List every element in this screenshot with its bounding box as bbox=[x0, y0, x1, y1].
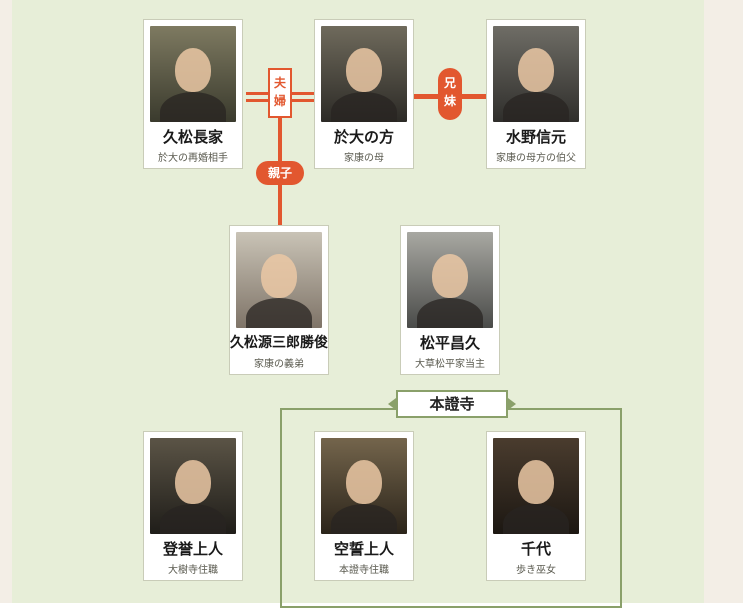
person-name: 空誓上人 bbox=[333, 540, 394, 558]
person-role: 家康の義弟 bbox=[254, 359, 304, 370]
person-card-hisamatsu-nagaie: 久松長家 於大の再婚相手 bbox=[143, 19, 243, 169]
person-card-odai-no-kata: 於大の方 家康の母 bbox=[314, 19, 414, 169]
portrait-photo bbox=[150, 438, 236, 534]
relation-sibling-char-1: 兄 bbox=[443, 76, 456, 90]
person-name: 於大の方 bbox=[333, 128, 394, 146]
person-card-chiyo: 千代 歩き巫女 bbox=[486, 431, 586, 581]
person-role: 大樹寺住職 bbox=[168, 565, 218, 576]
person-role: 家康の母 bbox=[344, 153, 384, 164]
person-name: 登誉上人 bbox=[162, 540, 223, 558]
person-card-mizuno-nobumoto: 水野信元 家康の母方の伯父 bbox=[486, 19, 586, 169]
portrait-photo bbox=[407, 232, 493, 328]
portrait-photo bbox=[321, 438, 407, 534]
person-role: 本證寺住職 bbox=[339, 565, 389, 576]
person-card-matsudaira-masahisa: 松平昌久 大草松平家当主 bbox=[400, 225, 500, 375]
honshoji-group-label: 本證寺 bbox=[396, 390, 508, 418]
group-label-arrow-right bbox=[508, 398, 516, 410]
person-name: 久松長家 bbox=[162, 128, 223, 146]
person-role: 大草松平家当主 bbox=[415, 359, 485, 370]
person-name: 久松源三郎勝俊 bbox=[230, 335, 328, 351]
person-card-kusei-shonin: 空誓上人 本證寺住職 bbox=[314, 431, 414, 581]
relation-spouse-char-1: 夫 bbox=[273, 76, 286, 90]
portrait-photo bbox=[493, 438, 579, 534]
right-pattern bbox=[704, 0, 743, 603]
person-name: 水野信元 bbox=[505, 128, 566, 146]
person-role: 家康の母方の伯父 bbox=[496, 153, 576, 164]
group-label-arrow-left bbox=[388, 398, 396, 410]
person-role: 歩き巫女 bbox=[516, 565, 556, 576]
person-role: 於大の再婚相手 bbox=[158, 153, 228, 164]
relation-parent-child-badge: 親子 bbox=[256, 161, 304, 185]
relation-sibling-char-2: 妹 bbox=[443, 94, 456, 108]
relation-spouse-badge: 夫 婦 bbox=[268, 68, 292, 118]
left-pattern bbox=[0, 0, 12, 603]
portrait-photo bbox=[150, 26, 236, 122]
portrait-photo bbox=[321, 26, 407, 122]
portrait-photo bbox=[236, 232, 322, 328]
person-name: 松平昌久 bbox=[419, 334, 480, 352]
person-card-hisamatsu-katsutoshi: 久松源三郎勝俊 家康の義弟 bbox=[229, 225, 329, 375]
relation-spouse-char-2: 婦 bbox=[273, 94, 286, 108]
portrait-photo bbox=[493, 26, 579, 122]
person-name: 千代 bbox=[520, 540, 551, 558]
person-card-toyo-shonin: 登誉上人 大樹寺住職 bbox=[143, 431, 243, 581]
relation-sibling-badge: 兄 妹 bbox=[438, 68, 462, 120]
